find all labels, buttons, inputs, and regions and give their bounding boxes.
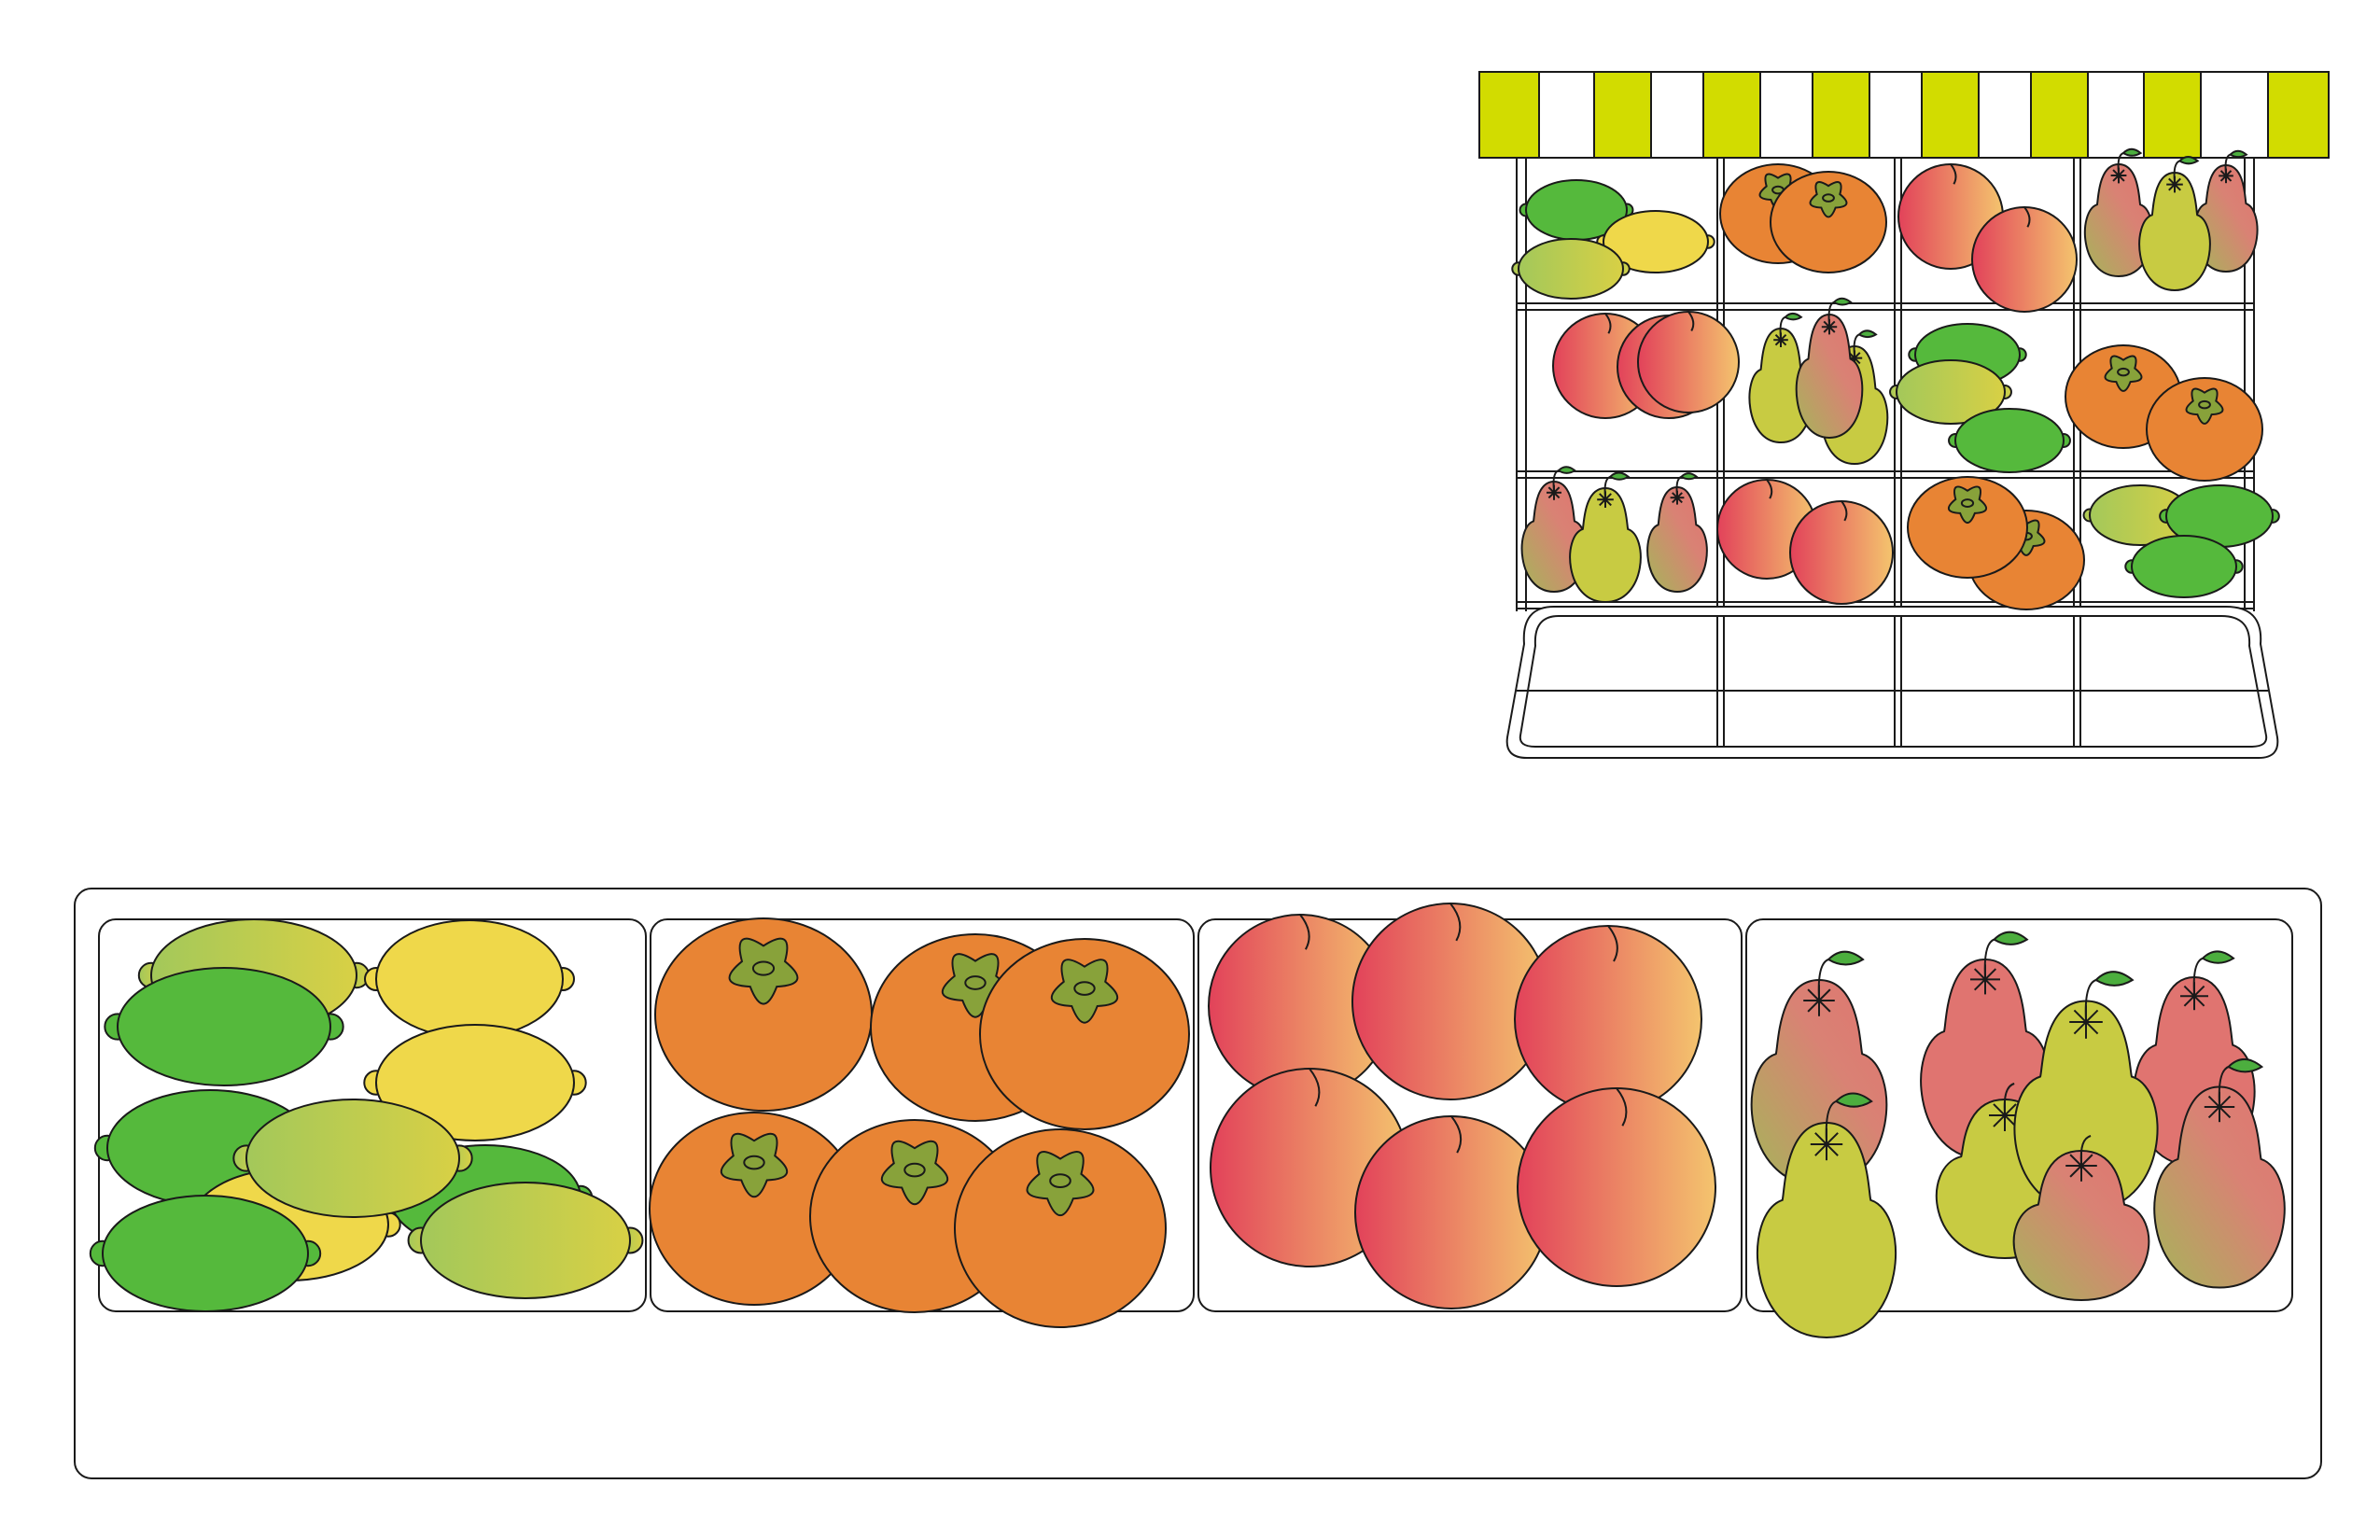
pear-fruit: [1757, 1092, 1897, 1339]
persimmon-fruit: [654, 917, 873, 1112]
display-counter: [74, 888, 2322, 1479]
pear-fruit: [2083, 147, 2154, 278]
lime-fruit: [2124, 535, 2244, 598]
pear-fruit: [1646, 472, 1708, 594]
striped-awning: [1478, 71, 2330, 159]
lime-fruit: [89, 1195, 322, 1312]
peach-fruit: [1354, 1115, 1548, 1309]
lemon-fruit: [1596, 210, 1715, 273]
lemon-fruit: [363, 1024, 587, 1141]
lime-fruit: [104, 967, 344, 1086]
lime-fruit: [1889, 359, 2012, 425]
stand-fruits: [1511, 147, 2280, 610]
persimmon-fruit: [2146, 377, 2263, 482]
peach-fruit: [1514, 925, 1702, 1113]
counter-fruits: [89, 903, 2286, 1339]
peach-fruit: [1637, 311, 1740, 413]
peach-fruit: [1517, 1087, 1716, 1287]
lemon-fruit: [364, 919, 575, 1039]
peach-fruit: [1789, 500, 1894, 605]
pear-fruit: [1750, 950, 1888, 1187]
pear-fruit: [2012, 1135, 2150, 1302]
pear-fruit: [2153, 1057, 2286, 1289]
peach-fruit: [1971, 206, 2078, 313]
persimmon-fruit: [1907, 476, 2028, 579]
pear-fruit: [1569, 471, 1642, 604]
stand-bottom-bin: [1505, 606, 2279, 759]
persimmon-fruit: [1770, 171, 1887, 273]
fruit-stand: [1478, 71, 2330, 759]
lime-fruit: [407, 1182, 644, 1299]
lime-fruit: [1511, 238, 1631, 300]
pear-fruit: [1748, 312, 1813, 444]
persimmon-fruit: [649, 1112, 860, 1306]
pear-fruit: [1795, 297, 1864, 440]
pear-fruit: [2138, 156, 2211, 292]
persimmon-fruit: [979, 938, 1190, 1130]
lime-fruit: [232, 1099, 473, 1218]
persimmon-fruit: [954, 1128, 1167, 1328]
lime-fruit: [1948, 408, 2071, 473]
pear-fruit: [2013, 971, 2159, 1212]
